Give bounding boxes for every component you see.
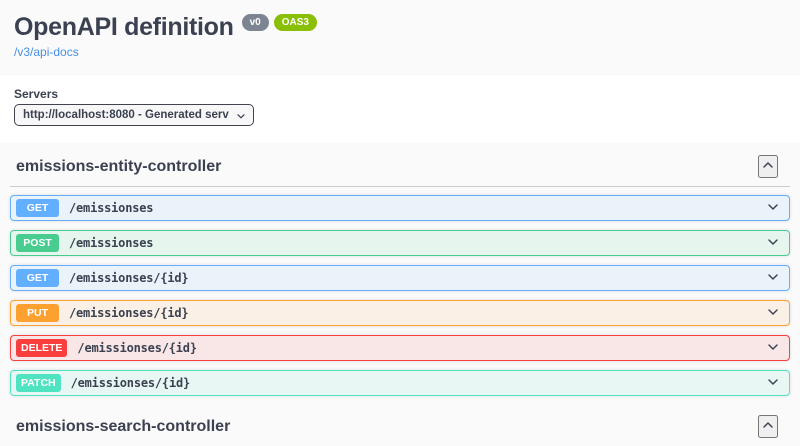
- spec-link[interactable]: /v3/api-docs: [14, 45, 79, 59]
- operation-row[interactable]: GET /emissionses: [10, 195, 790, 221]
- chevron-down-icon: [765, 199, 781, 218]
- operation-path: /emissionses/{id}: [69, 306, 189, 320]
- section-title: emissions-entity-controller: [16, 157, 222, 175]
- expand-operation-button[interactable]: [765, 374, 781, 393]
- expand-operation-button[interactable]: [765, 339, 781, 358]
- title-badges: v0 OAS3: [241, 14, 317, 31]
- operation-path: /emissionses: [69, 201, 154, 215]
- operations-wrapper: emissions-entity-controller GET /emissio…: [0, 143, 800, 446]
- operation-row[interactable]: PATCH /emissionses/{id}: [10, 370, 790, 396]
- expand-operation-button[interactable]: [765, 199, 781, 218]
- servers-label: Servers: [14, 87, 59, 101]
- operation-path: /emissionses/{id}: [69, 271, 189, 285]
- method-badge: GET: [16, 269, 59, 287]
- scheme-container: Servers http://localhost:8080 - Generate…: [0, 75, 800, 143]
- operation-row[interactable]: GET /emissionses/{id}: [10, 265, 790, 291]
- chevron-up-icon: [760, 161, 776, 176]
- section-title: emissions-search-controller: [16, 417, 231, 435]
- operation-row[interactable]: DELETE /emissionses/{id}: [10, 335, 790, 361]
- method-badge: PUT: [16, 304, 59, 322]
- tag-header[interactable]: emissions-entity-controller: [10, 145, 790, 187]
- servers-select[interactable]: http://localhost:8080 - Generated server…: [14, 104, 254, 126]
- chevron-up-icon: [760, 421, 776, 436]
- chevron-down-icon: [765, 339, 781, 358]
- title-row: OpenAPI definition v0 OAS3: [14, 12, 786, 42]
- expand-operation-button[interactable]: [765, 304, 781, 323]
- collapse-section-button[interactable]: [758, 155, 778, 178]
- method-badge: PATCH: [16, 374, 61, 392]
- info-container: OpenAPI definition v0 OAS3 /v3/api-docs: [0, 0, 800, 75]
- chevron-down-icon: [765, 269, 781, 288]
- section-operations: GET /emissionses POST /emissionses GET /…: [10, 187, 790, 396]
- tag-section: emissions-search-controller GET /emissio…: [10, 405, 790, 446]
- tag-header[interactable]: emissions-search-controller: [10, 405, 790, 446]
- servers-select-wrap: http://localhost:8080 - Generated server…: [14, 104, 254, 126]
- oas3-badge: OAS3: [273, 14, 317, 31]
- method-badge: POST: [16, 234, 59, 252]
- tag-section: emissions-entity-controller GET /emissio…: [10, 145, 790, 396]
- expand-operation-button[interactable]: [765, 269, 781, 288]
- expand-operation-button[interactable]: [765, 234, 781, 253]
- operation-path: /emissionses: [69, 236, 154, 250]
- method-badge: DELETE: [16, 339, 68, 357]
- operation-path: /emissionses/{id}: [70, 376, 191, 390]
- sections: emissions-entity-controller GET /emissio…: [10, 145, 790, 446]
- chevron-down-icon: [765, 234, 781, 253]
- operation-row[interactable]: POST /emissionses: [10, 230, 790, 256]
- chevron-down-icon: [765, 304, 781, 323]
- chevron-down-icon: [765, 374, 781, 393]
- collapse-section-button[interactable]: [758, 415, 778, 438]
- method-badge: GET: [16, 199, 59, 217]
- operation-row[interactable]: PUT /emissionses/{id}: [10, 300, 790, 326]
- page-title: OpenAPI definition: [14, 13, 234, 41]
- operation-path: /emissionses/{id}: [77, 341, 197, 355]
- version-badge: v0: [241, 14, 269, 31]
